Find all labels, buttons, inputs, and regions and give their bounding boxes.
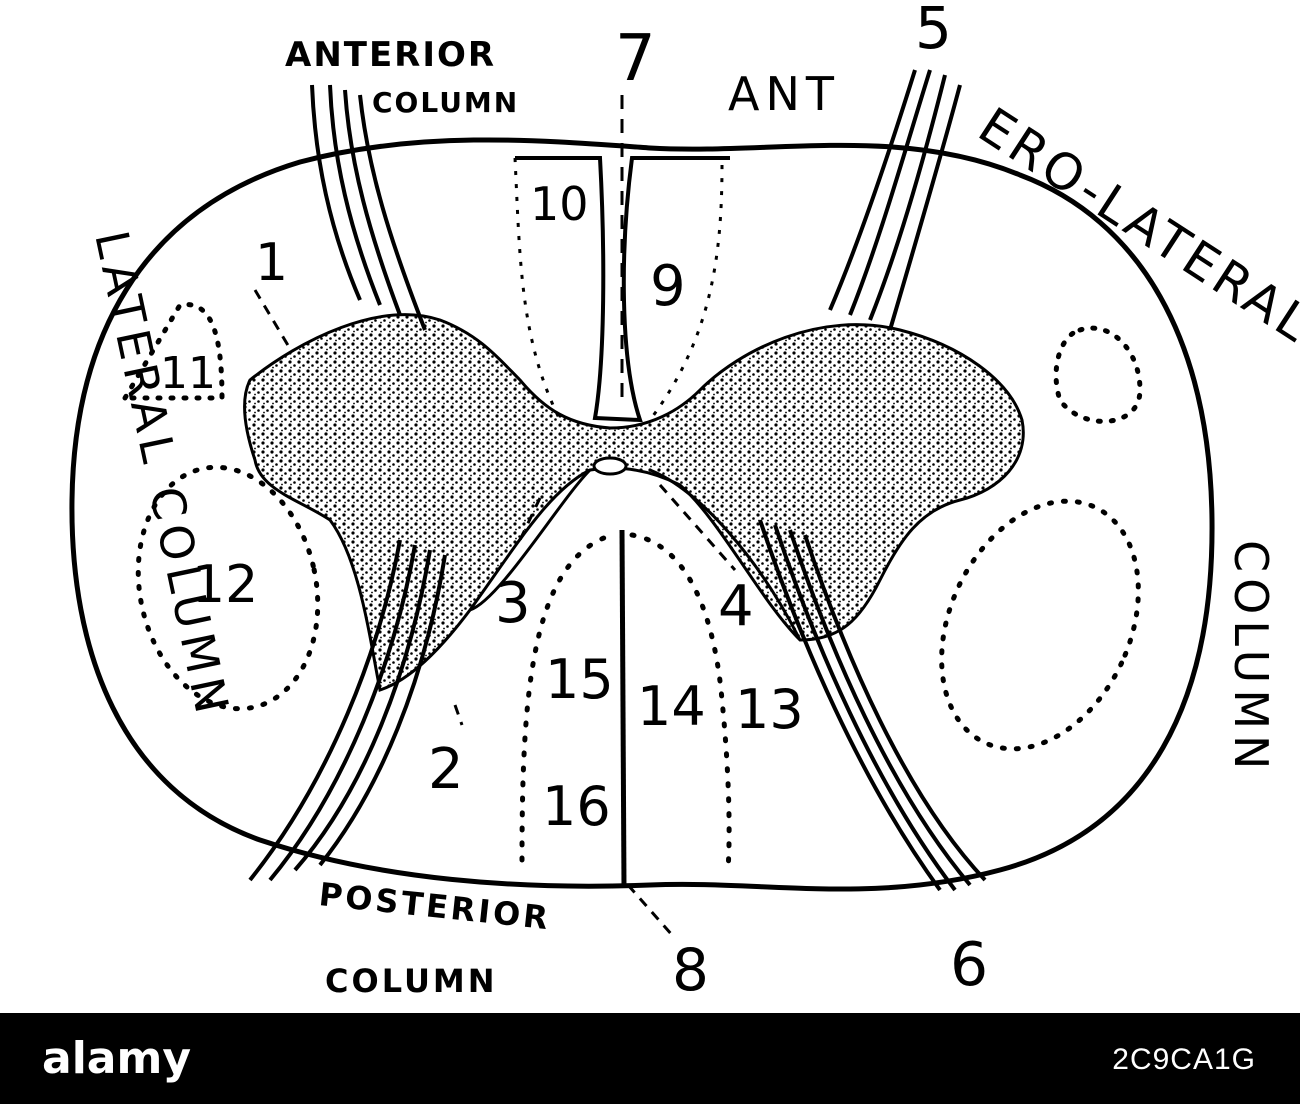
label-posterior-column: COLUMN [325,962,498,1000]
number-12: 12 [192,555,258,615]
right-large-tract-outline [939,498,1141,752]
label-ero-lateral: ERO-LATERAL [968,96,1300,355]
tract-12-outline [135,464,321,712]
label-ant: ANT [728,67,840,121]
alamy-logo: alamy [42,1035,191,1083]
posterior-root-left [248,539,447,882]
number-13: 13 [735,678,804,741]
anterior-root-left [310,84,427,331]
number-11: 11 [160,348,216,399]
watermark-footer: alamy 2C9CA1G [0,1013,1300,1104]
anterior-root-right [828,69,962,331]
spinal-cord-cross-section-diagram: ANTERIOR COLUMN ANT ERO-LATERAL COLUMN L… [69,0,1300,1004]
number-10: 10 [530,177,589,231]
number-15: 15 [545,648,614,711]
posterior-median-septum [619,529,627,889]
image-id: 2C9CA1G [1112,1043,1256,1076]
label-anterior-column: COLUMN [372,86,519,119]
central-canal [592,456,628,476]
number-9: 9 [650,254,686,319]
gray-matter [243,313,1025,692]
number-14: 14 [637,675,706,738]
leader-lines [253,289,737,936]
tract-15-16-outline [519,532,615,863]
number-6: 6 [950,930,988,1000]
right-small-tract-outline [1053,325,1143,424]
number-7: 7 [615,22,656,96]
number-3: 3 [495,571,531,636]
cord-outline [69,137,1215,892]
label-anterior: ANTERIOR [285,35,496,75]
tract-13-14-outline [629,532,732,873]
number-1: 1 [255,233,288,293]
number-4: 4 [718,574,754,639]
posterior-root-right [758,519,987,892]
label-right-column: COLUMN [1224,540,1278,775]
anterior-median-fissure [515,156,730,423]
number-8: 8 [672,936,709,1004]
posterior-horn-left-boundary [469,468,592,612]
anterior-column-left-edge [513,157,562,421]
posterior-horn-right-boundary [649,468,802,641]
number-2: 2 [428,737,464,802]
label-lateral-column: LATERAL COLUMN [84,226,240,723]
number-16: 16 [542,775,611,838]
number-5: 5 [915,0,952,62]
svg-text:alamy: alamy [42,1035,191,1083]
